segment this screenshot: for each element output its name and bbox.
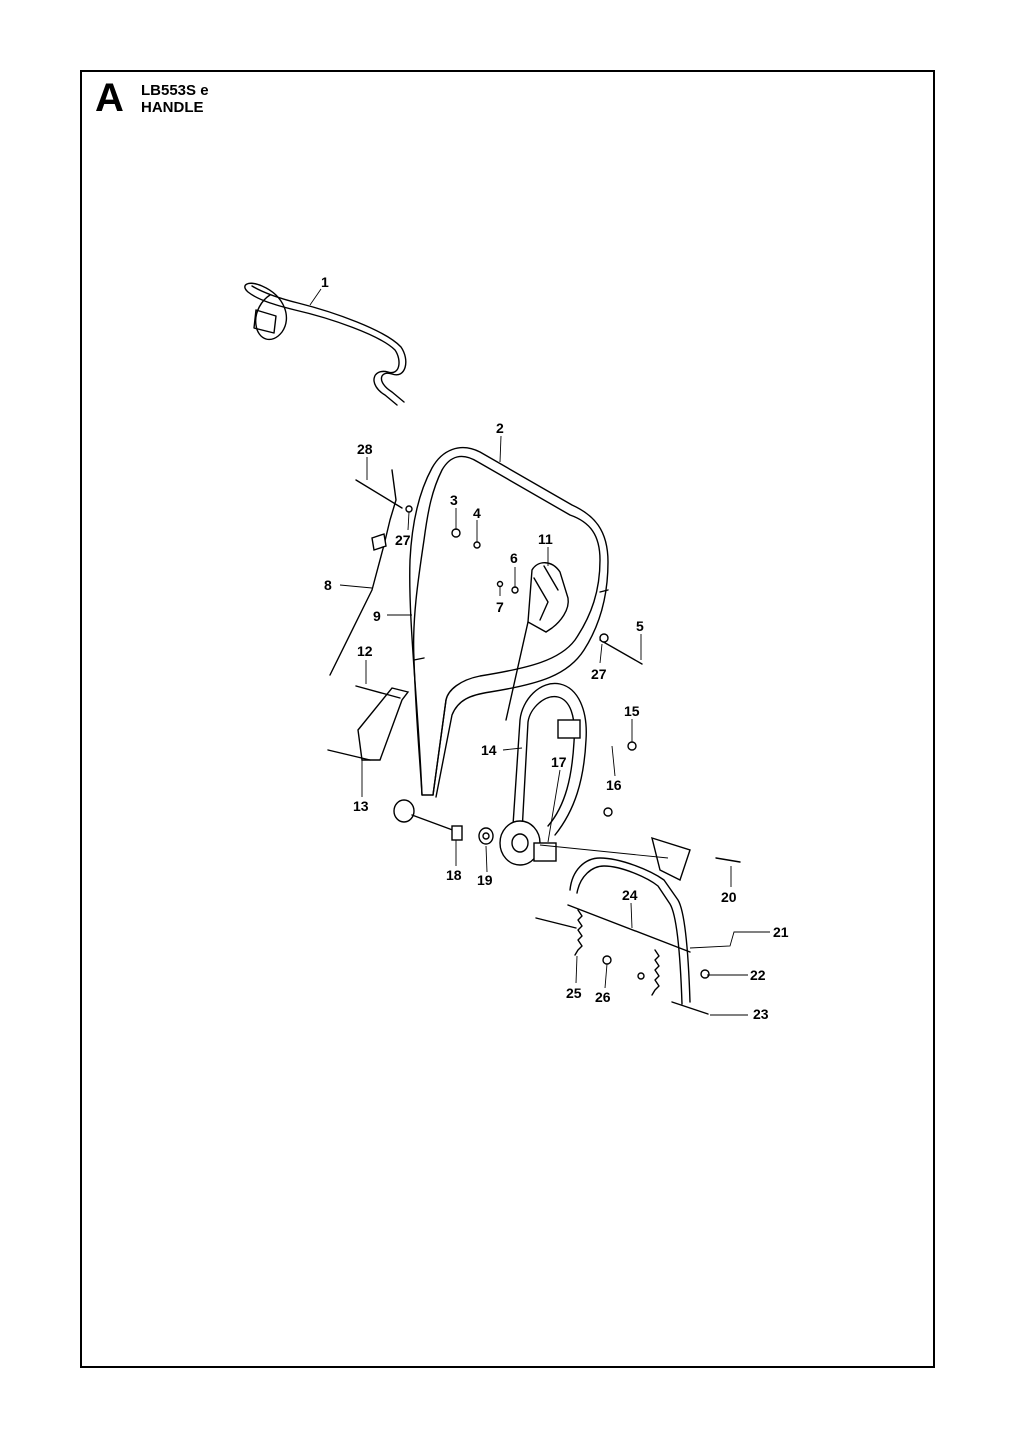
part-cable	[329, 469, 397, 676]
callout-numbers: 1 2 3 4 5 6 7 8 9 11 12 13 14 15 16 17 1…	[321, 274, 789, 1022]
leader-lines	[309, 288, 770, 1016]
page-border	[80, 70, 935, 1368]
part-control-lever	[505, 562, 569, 721]
callout-28: 28	[357, 441, 373, 457]
callout-18: 18	[446, 867, 462, 883]
callout-7: 7	[496, 599, 504, 615]
section-letter: A	[95, 76, 124, 120]
callout-17: 17	[551, 754, 567, 770]
callout-5: 5	[636, 618, 644, 634]
part-washer	[478, 827, 494, 845]
callout-3: 3	[450, 492, 458, 508]
section-title: HANDLE	[141, 99, 204, 116]
part-knob	[393, 799, 463, 841]
callout-25: 25	[566, 985, 582, 1001]
callout-9: 9	[373, 608, 381, 624]
callout-12: 12	[357, 643, 373, 659]
callout-21: 21	[773, 924, 789, 940]
callout-24: 24	[622, 887, 638, 903]
part-rubber-stops	[533, 719, 581, 862]
part-bolts	[327, 479, 741, 1015]
part-springs	[574, 909, 660, 996]
callout-16: 16	[606, 777, 622, 793]
part-bail-wire	[244, 282, 407, 406]
callout-11: 11	[538, 531, 553, 547]
part-bracket-plate	[357, 687, 410, 761]
callout-27-second: 27	[591, 666, 607, 682]
callout-15: 15	[624, 703, 640, 719]
callout-6: 6	[510, 550, 518, 566]
callout-26: 26	[595, 989, 611, 1005]
model-name: LB553S e	[141, 82, 209, 99]
callout-4: 4	[473, 505, 481, 521]
callout-2: 2	[496, 420, 504, 436]
callout-1: 1	[321, 274, 329, 290]
callout-8: 8	[324, 577, 332, 593]
callout-19: 19	[477, 872, 493, 888]
part-upper-handle	[409, 447, 609, 798]
callout-27: 27	[395, 532, 411, 548]
part-lower-frame	[499, 682, 587, 866]
callout-20: 20	[721, 889, 737, 905]
part-rod	[567, 904, 691, 953]
callout-14: 14	[481, 742, 497, 758]
callout-13: 13	[353, 798, 369, 814]
callout-22: 22	[750, 967, 766, 983]
part-lower-handle	[569, 836, 691, 1005]
callout-23: 23	[753, 1006, 769, 1022]
